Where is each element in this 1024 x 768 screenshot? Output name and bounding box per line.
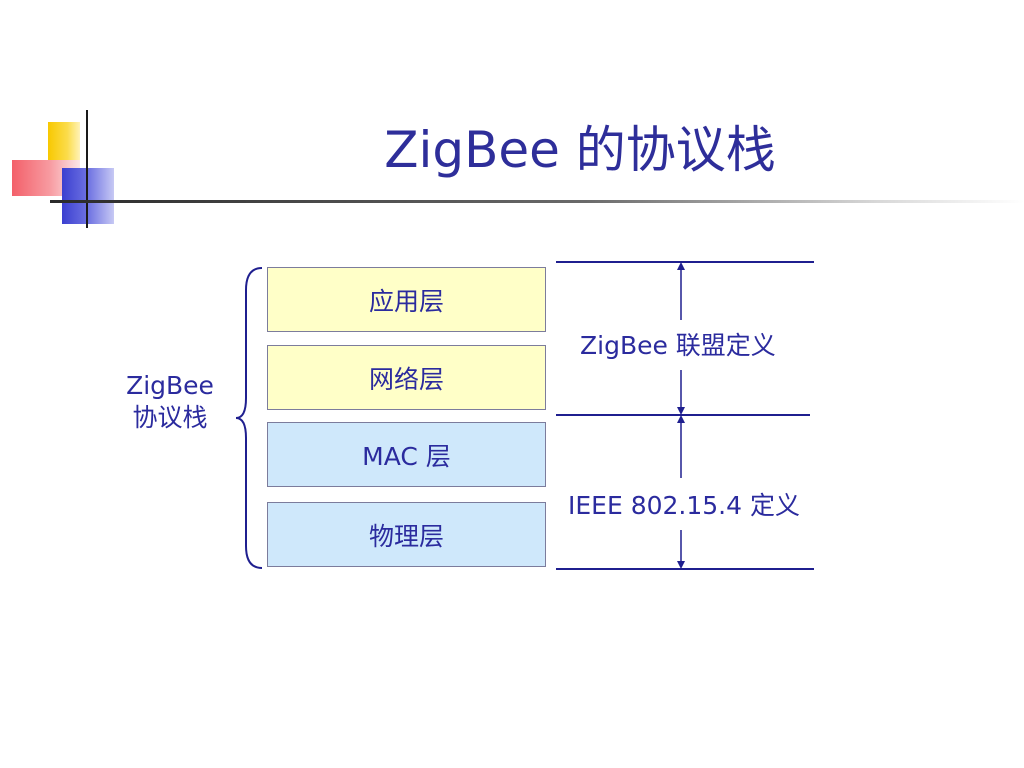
layer-application-label: 应用层: [368, 286, 444, 316]
stack-label-line-1: ZigBee: [126, 371, 214, 400]
layer-network: 网络层: [267, 345, 546, 410]
layer-physical-label: 物理层: [368, 521, 444, 551]
title-underline-rule: [50, 200, 1024, 203]
decorative-yellow-square: [48, 122, 80, 166]
layer-network-label: 网络层: [368, 364, 444, 394]
slide-title: ZigBee 的协议栈: [384, 121, 776, 179]
stack-label: ZigBee 协议栈: [110, 370, 230, 434]
layer-application: 应用层: [267, 267, 546, 332]
layer-mac-label: MAC 层: [362, 441, 451, 471]
ieee-definition-label: IEEE 802.15.4 定义: [568, 491, 800, 520]
decorative-vertical-line: [86, 110, 88, 228]
decorative-blue-square: [62, 168, 114, 224]
stack-label-line-2: 协议栈: [132, 403, 208, 432]
layer-mac: MAC 层: [267, 422, 546, 487]
stack-brace: [235, 267, 263, 569]
zigbee-alliance-definition-label: ZigBee 联盟定义: [580, 331, 776, 360]
layer-physical: 物理层: [267, 502, 546, 567]
